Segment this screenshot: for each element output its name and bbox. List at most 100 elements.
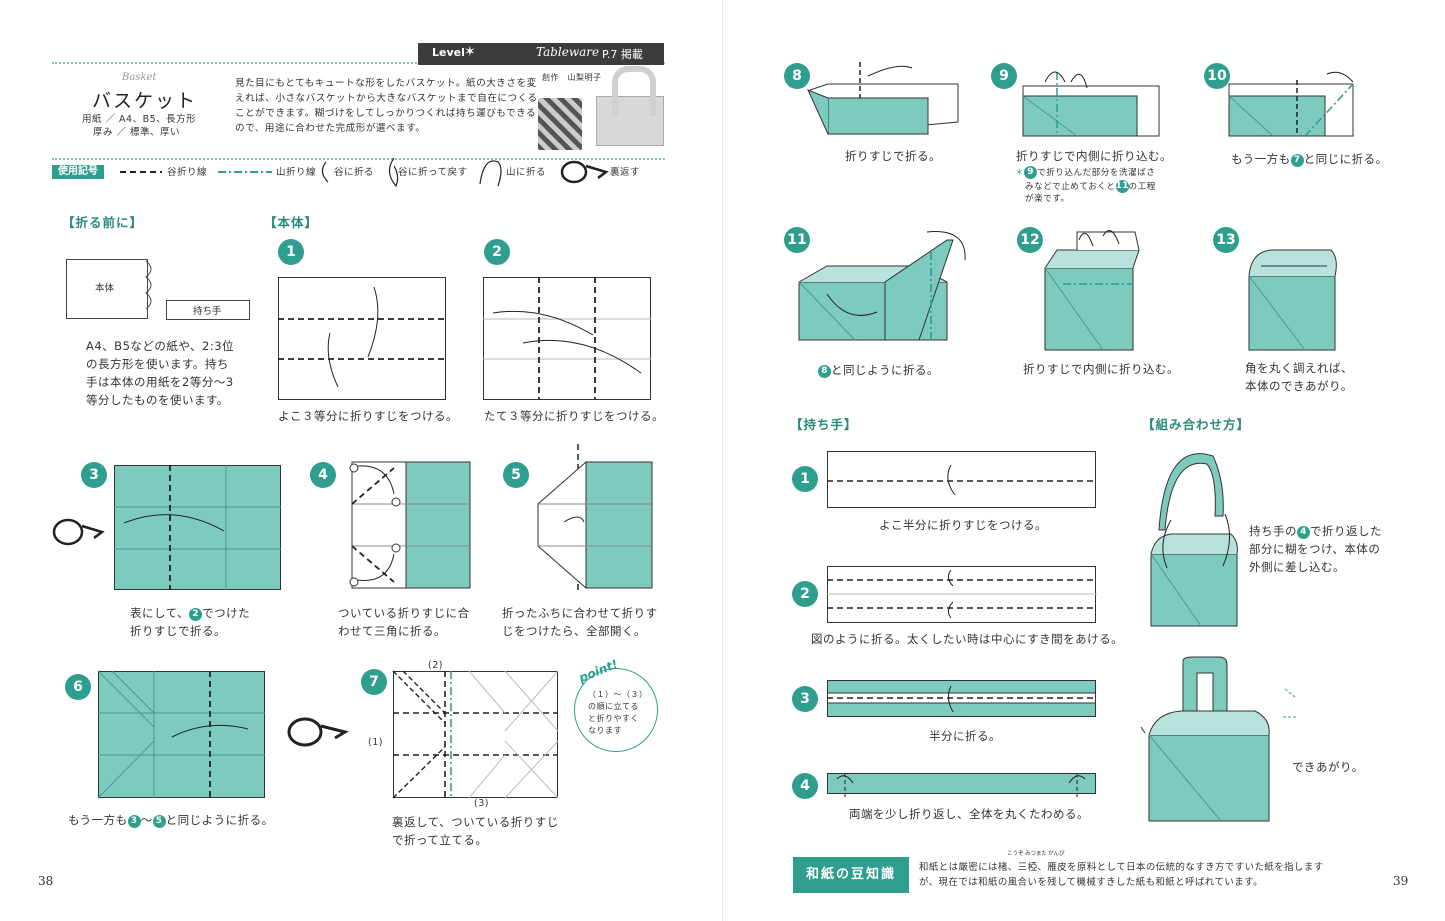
mame-ruby-3: がんぴ [1048, 851, 1065, 857]
step-12-badge: 12 [1017, 227, 1043, 253]
step-9-note-3: が楽です。 [1025, 194, 1070, 204]
page-ref: P.7 掲載 [602, 48, 643, 61]
legend-symbols [120, 157, 609, 188]
handle-step-1-diagram [827, 451, 1097, 508]
legend-mountain-line: 山折り線 [276, 167, 317, 178]
page-number-right: 39 [1393, 874, 1409, 888]
step-3-text-2: 折りすじで折る。 [130, 624, 226, 638]
step-3-diagram [114, 465, 281, 590]
description-line-4: ので、用途に合わせた完成形が選べます。 [235, 123, 426, 134]
level-label: Level [432, 46, 465, 59]
step-13-text-2: 本体のできあがり。 [1245, 379, 1353, 393]
legend-label: 使用記号 [52, 165, 104, 179]
finished-basket [1140, 656, 1297, 822]
mame-ruby-2: みつまた [1025, 851, 1048, 857]
handle-heading: 【持ち手】 [790, 417, 858, 432]
spec-paper: 用紙 ／ A4、B5、長方形 [82, 114, 197, 125]
step-5-text-2: じをつけたら、全部開く。 [502, 624, 646, 638]
step-4-diagram [349, 461, 471, 589]
step-13-diagram [1248, 249, 1337, 351]
legend-turn-over: 裏返す [610, 167, 641, 178]
mame-text-1: 和紙とは厳密には楮、三椏、雁皮を原料として日本の伝統的なすき方ですいた紙を指しま… [919, 862, 1324, 873]
before-heading: 【折る前に】 [62, 215, 144, 230]
handle-step-1-badge: 1 [792, 466, 818, 492]
basket-photo-large [596, 96, 664, 146]
step-7-label-2: (2) [428, 660, 443, 671]
step-4-text-1: ついている折りすじに合 [338, 606, 470, 620]
mame-ruby-1: こうぞ [1007, 851, 1024, 857]
handle-step-1-text: よこ半分に折りすじをつける。 [879, 518, 1047, 532]
step-3-badge: 3 [81, 462, 107, 488]
step-6-diagram [97, 670, 265, 799]
turn-over-icon-2 [287, 717, 349, 747]
paper-handle: 持ち手 [166, 300, 250, 320]
before-text-1: A4、B5などの紙や、2:3位 [86, 339, 235, 353]
before-text-4: 等分したものを使います。 [86, 393, 229, 407]
mame-text-2: が、現在では和紙の風合いを残して機械すきした紙も和紙と呼ばれています。 [919, 877, 1263, 888]
paper-tear-edge [145, 260, 152, 310]
step-11-badge: 11 [784, 227, 810, 253]
handle-step-4-text: 両端を少し折り返し、全体を丸くたわめる。 [849, 807, 1089, 821]
step-6-badge: 6 [65, 674, 91, 700]
step-8-badge: 8 [784, 63, 810, 89]
title-en: Basket [122, 72, 157, 83]
legend-valley-fold-back: 谷に折って戻す [398, 167, 468, 178]
step-5-text-1: 折ったふちに合わせて折りす [502, 606, 658, 620]
ref-step-9-icon: 9 [1024, 166, 1038, 179]
combine-text-2: 部分に糊をつけ、本体の [1249, 542, 1381, 556]
legend-valley-fold: 谷に折る [334, 167, 375, 178]
handle-step-3-badge: 3 [792, 686, 818, 712]
basket-photo-handle [612, 66, 656, 116]
step-4-badge: 4 [310, 462, 336, 488]
paper-body: 本体 [66, 259, 148, 319]
ref-step-8-icon: 8 [818, 365, 831, 378]
step-10-badge: 10 [1204, 63, 1230, 89]
ref-step-11-icon: 11 [1115, 180, 1130, 193]
before-text-2: の長方形を使います。持ち [86, 357, 229, 371]
ref-step-5-icon: 5 [152, 815, 166, 828]
legend-bar [52, 158, 665, 194]
legend-valley-line: 谷折り線 [167, 167, 208, 178]
page-gutter [721, 0, 723, 921]
handle-step-4-diagram [827, 773, 1096, 797]
step-13-text-1: 角を丸く調えれば、 [1245, 361, 1353, 375]
step-5-badge: 5 [503, 462, 529, 488]
step-8-text: 折りすじで折る。 [845, 149, 941, 163]
step-7-label-1: (1) [368, 737, 383, 748]
paper-body-label: 本体 [95, 283, 115, 294]
description-line-1: 見た目にもとてもキュートな形をしたバスケット。紙の大きさを変 [235, 78, 537, 89]
handle-step-2-text: 図のように折る。太くしたい時は中心にすき間をあける。 [811, 632, 1124, 646]
handle-step-3-diagram [827, 680, 1097, 717]
step-5-diagram [537, 444, 653, 592]
level-bar: Level ✶ Tableware P.7 掲載 [418, 43, 664, 65]
ref-step-3-icon: 3 [127, 815, 141, 828]
left-page: Level ✶ Tableware P.7 掲載 Basket バスケット 用紙… [0, 0, 722, 921]
step-9-note-2: みなどで止めておくと11の工程 [1025, 180, 1156, 193]
step-2-diagram [483, 277, 651, 400]
mame-label: 和紙の豆知識 [793, 857, 909, 893]
done-text: できあがり。 [1292, 760, 1364, 774]
step-10-diagram [1228, 71, 1354, 137]
ref-step-7-icon: 7 [1290, 154, 1304, 167]
point-bubble [574, 668, 658, 752]
step-4-text-2: わせて三角に折る。 [338, 624, 446, 638]
credit: 創作 山梨明子 [542, 73, 602, 82]
page-title: バスケット [92, 90, 198, 112]
step-7-text-1: 裏返して、ついている折りすじ [392, 815, 559, 829]
handle-step-3-text: 半分に折る。 [929, 729, 1001, 743]
step-1-badge: 1 [278, 239, 304, 265]
combine-text-3: 外側に差し込む。 [1249, 560, 1345, 574]
handle-step-2-diagram [827, 566, 1097, 623]
step-7-diagram [392, 670, 559, 799]
basket-photo-small [538, 98, 582, 150]
step-7-text-2: で折って立てる。 [392, 833, 488, 847]
step-11-diagram [798, 231, 966, 341]
before-text-3: 手は本体の用紙を2等分～3 [86, 375, 234, 389]
combine-heading: 【組み合わせ方】 [1142, 417, 1251, 432]
point-text-3: と折りやすく [588, 714, 639, 723]
category-label: Tableware [536, 45, 600, 59]
